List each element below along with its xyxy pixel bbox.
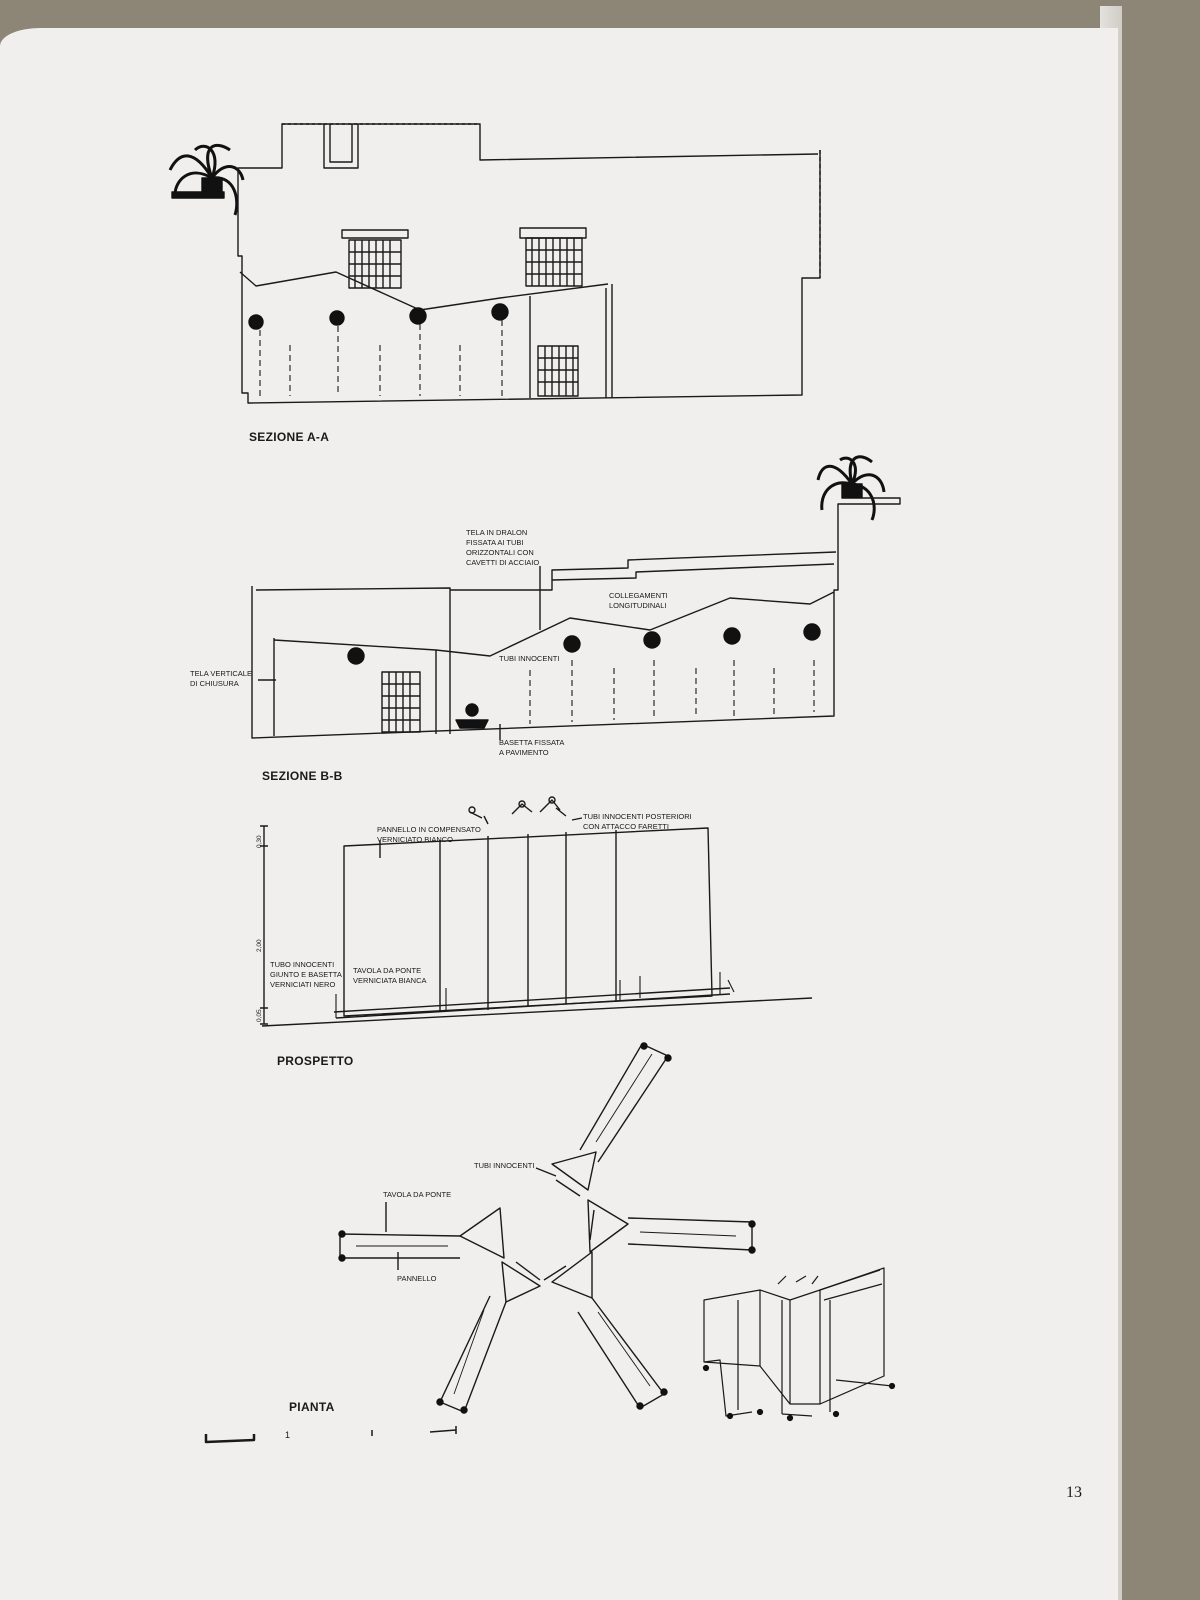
- note-line: CAVETTI DI ACCIAIO: [466, 558, 540, 567]
- section-a-drawing: [168, 123, 821, 404]
- pianta-drawing: [338, 1042, 756, 1414]
- section-b-title: SEZIONE B-B: [262, 769, 343, 783]
- note-line: LONGITUDINALI: [609, 601, 667, 610]
- note-pannello-compensato: PANNELLO IN COMPENSATO VERNICIATO BIANCO: [377, 825, 481, 845]
- note-line: BASETTA FISSATA: [499, 738, 565, 747]
- note-line: GIUNTO E BASETTA: [270, 970, 342, 979]
- note-line: TAVOLA DA PONTE: [353, 966, 422, 975]
- pianta-title: PIANTA: [289, 1400, 335, 1414]
- section-b-drawing: [251, 455, 901, 740]
- section-a-title: SEZIONE A-A: [249, 430, 330, 444]
- note-tubi-innocenti-pianta: TUBI INNOCENTI: [474, 1161, 535, 1170]
- dimension-bottom: 0,05: [256, 1009, 263, 1022]
- scale-bar: [204, 1426, 457, 1444]
- note-tavola-pianta: TAVOLA DA PONTE: [383, 1190, 452, 1199]
- note-line: TUBO INNOCENTI: [270, 960, 335, 969]
- note-line: TELA VERTICALE: [190, 669, 252, 678]
- note-tubo-giunto: TUBO INNOCENTI GIUNTO E BASETTA VERNICIA…: [270, 960, 342, 990]
- note-tela-dralon: TELA IN DRALON FISSATA AI TUBI ORIZZONTA…: [466, 528, 539, 568]
- note-pannello-pianta: PANNELLO: [397, 1274, 437, 1283]
- page-number: 13: [1066, 1484, 1082, 1501]
- spotlight-icon: [468, 796, 567, 825]
- scale-mark: 1: [285, 1430, 291, 1440]
- note-line: TELA IN DRALON: [466, 528, 528, 537]
- note-line: VERNICIATO BIANCO: [377, 835, 453, 844]
- note-line: PANNELLO IN COMPENSATO: [377, 825, 481, 834]
- note-line: FISSATA AI TUBI: [466, 538, 524, 547]
- note-line: COLLEGAMENTI: [609, 591, 668, 600]
- dimension-top: 0,30: [256, 835, 263, 848]
- axonometric-sketch: [702, 1267, 896, 1422]
- palm-plant-icon: [816, 455, 886, 521]
- note-basetta: BASETTA FISSATA A PAVIMENTO: [499, 738, 564, 758]
- note-tavola-ponte: TAVOLA DA PONTE VERNICIATA BIANCA: [353, 966, 427, 986]
- note-collegamenti: COLLEGAMENTI LONGITUDINALI: [609, 591, 668, 611]
- note-line: VERNICIATI NERO: [270, 980, 336, 989]
- note-line: DI CHIUSURA: [190, 679, 239, 688]
- note-tubi-innocenti-b: TUBI INNOCENTI: [499, 654, 560, 663]
- note-line: VERNICIATA BIANCA: [353, 976, 427, 985]
- note-line: TUBI INNOCENTI POSTERIORI: [583, 812, 692, 821]
- prospetto-drawing: [260, 796, 813, 1027]
- note-line: A PAVIMENTO: [499, 748, 549, 757]
- note-line: CON ATTACCO FARETTI: [583, 822, 669, 831]
- note-tela-verticale: TELA VERTICALE DI CHIUSURA: [190, 669, 252, 689]
- palm-plant-icon: [168, 143, 245, 216]
- note-tubi-posteriori: TUBI INNOCENTI POSTERIORI CON ATTACCO FA…: [583, 812, 692, 832]
- dimension-middle: 2,00: [256, 939, 263, 952]
- prospetto-title: PROSPETTO: [277, 1054, 354, 1068]
- note-line: ORIZZONTALI CON: [466, 548, 534, 557]
